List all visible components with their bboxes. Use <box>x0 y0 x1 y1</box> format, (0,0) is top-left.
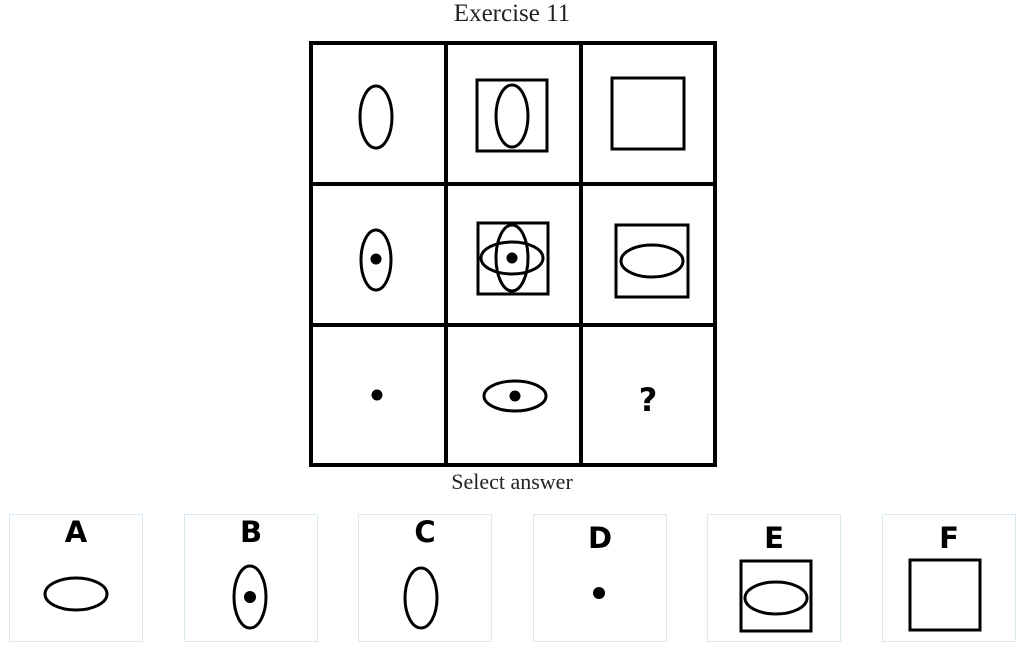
dot <box>244 591 256 603</box>
horizontal-ellipse <box>43 576 109 612</box>
vertical-ellipse <box>403 566 439 630</box>
vertical-ellipse <box>359 228 393 292</box>
option-a[interactable]: A <box>9 514 143 642</box>
option-e[interactable]: E <box>707 514 841 642</box>
square <box>614 223 690 299</box>
dot <box>370 253 382 265</box>
option-c[interactable]: C <box>358 514 492 642</box>
select-answer-label: Select answer <box>451 469 573 494</box>
square <box>475 78 549 153</box>
option-f[interactable]: F <box>882 514 1016 642</box>
horizontal-ellipse <box>743 580 809 616</box>
horizontal-ellipse <box>619 243 685 279</box>
square <box>476 221 550 296</box>
square <box>739 559 813 633</box>
vertical-ellipse <box>358 84 394 150</box>
option-b[interactable]: B <box>184 514 318 642</box>
exercise-title: Exercise 11 <box>453 0 571 27</box>
option-label: E <box>764 521 784 555</box>
grid-border <box>309 41 717 467</box>
dot <box>506 252 518 264</box>
square <box>610 76 686 151</box>
option-label: B <box>239 515 263 549</box>
dot <box>593 587 605 599</box>
vertical-ellipse <box>494 223 530 293</box>
option-d[interactable]: D <box>533 514 667 642</box>
dot <box>509 390 521 402</box>
option-label: C <box>414 515 436 549</box>
horizontal-ellipse <box>479 240 545 276</box>
square <box>908 558 982 632</box>
vertical-ellipse <box>494 83 530 149</box>
option-label: D <box>587 521 613 555</box>
option-label: A <box>64 515 88 549</box>
dot <box>371 389 383 401</box>
vertical-ellipse <box>232 564 268 630</box>
horizontal-ellipse <box>482 379 548 413</box>
question-mark: ? <box>639 381 658 419</box>
option-label: F <box>939 521 959 555</box>
